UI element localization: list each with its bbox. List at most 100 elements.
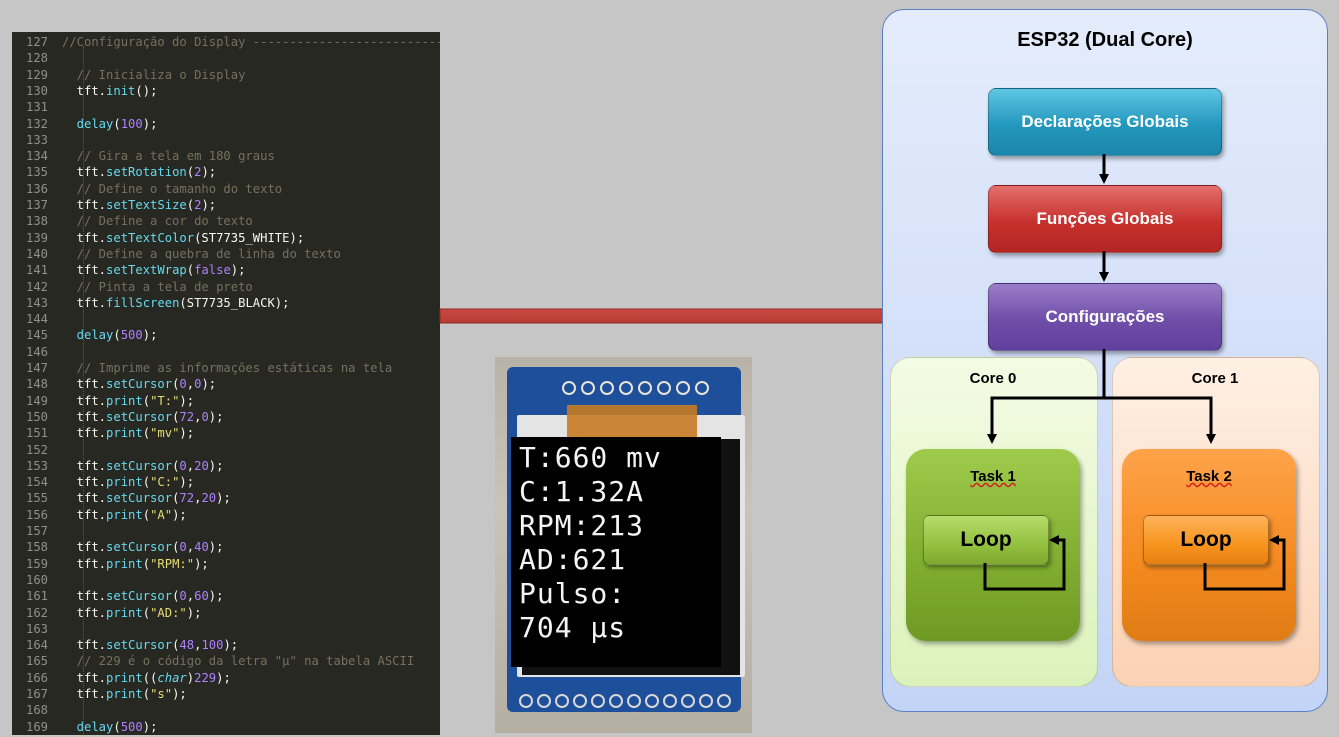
code-text: delay(500); — [62, 719, 158, 734]
line-number: 151 — [25, 426, 48, 441]
line-number: 130 — [25, 83, 48, 98]
line-number: 140 — [25, 246, 48, 261]
line-number: 156 — [25, 507, 48, 522]
code-line: 134 // Gira a tela em 180 graus — [12, 148, 440, 164]
line-number: 132 — [25, 116, 48, 131]
pin-header-top — [562, 377, 712, 397]
line-number: 134 — [25, 149, 48, 164]
code-text: tft.setCursor(72,0); — [62, 409, 224, 424]
code-line: 153 tft.setCursor(0,20); — [12, 458, 440, 474]
code-line: 169 delay(500); — [12, 719, 440, 735]
code-line: 130 tft.init(); — [12, 83, 440, 99]
line-number: 138 — [25, 214, 48, 229]
line-number: 165 — [25, 654, 48, 669]
code-text: tft.print((char)229); — [62, 670, 231, 685]
code-line: 154 tft.print("C:"); — [12, 474, 440, 490]
code-line: 156 tft.print("A"); — [12, 507, 440, 523]
code-text: // Inicializa o Display — [62, 67, 246, 82]
code-line: 141 tft.setTextWrap(false); — [12, 262, 440, 278]
code-text: // Define a cor do texto — [62, 214, 253, 229]
global-declarations-box: Declarações Globais — [988, 88, 1222, 156]
loop-2-box: Loop — [1143, 515, 1269, 565]
pin-header-bottom — [515, 692, 752, 710]
code-line: 150 tft.setCursor(72,0); — [12, 409, 440, 425]
tft-line-rpm: RPM:213 — [519, 509, 645, 542]
line-number: 133 — [25, 132, 48, 147]
indent-guide — [83, 46, 84, 735]
line-number: 131 — [25, 100, 48, 115]
line-number: 168 — [25, 703, 48, 718]
code-text: tft.setRotation(2); — [62, 165, 217, 180]
line-number: 148 — [25, 377, 48, 392]
code-line: 132 delay(100); — [12, 116, 440, 132]
code-line: 161 tft.setCursor(0,60); — [12, 588, 440, 604]
tft-line-current: C:1.32A — [519, 475, 645, 508]
line-number: 146 — [25, 344, 48, 359]
code-line: 160 — [12, 572, 440, 588]
code-text: tft.setCursor(72,20); — [62, 491, 231, 506]
code-line: 145 delay(500); — [12, 327, 440, 343]
line-number: 139 — [25, 230, 48, 245]
tft-screen: T:660 mv C:1.32A RPM:213 AD:621 Pulso: 7… — [511, 437, 721, 667]
code-text: tft.print("A"); — [62, 507, 187, 522]
line-number: 141 — [25, 263, 48, 278]
code-line: 136 // Define o tamanho do texto — [12, 181, 440, 197]
tft-line-voltage: T:660 mv — [519, 441, 662, 474]
code-text: tft.setCursor(48,100); — [62, 638, 239, 653]
code-line: 162 tft.print("AD:"); — [12, 605, 440, 621]
code-line: 147 // Imprime as informações estáticas … — [12, 360, 440, 376]
line-number: 164 — [25, 638, 48, 653]
code-line: 138 // Define a cor do texto — [12, 213, 440, 229]
line-number: 128 — [25, 51, 48, 66]
code-line: 152 — [12, 442, 440, 458]
line-number: 169 — [25, 719, 48, 734]
code-line: 129 // Inicializa o Display — [12, 67, 440, 83]
code-line: 167 tft.print("s"); — [12, 686, 440, 702]
code-line: 137 tft.setTextSize(2); — [12, 197, 440, 213]
line-number: 158 — [25, 540, 48, 555]
line-number: 163 — [25, 621, 48, 636]
code-text: // Gira a tela em 180 graus — [62, 149, 275, 164]
code-line: 144 — [12, 311, 440, 327]
code-text: tft.init(); — [62, 83, 158, 98]
code-text: delay(500); — [62, 328, 158, 343]
arrow-to-core-1 — [1104, 396, 1216, 444]
code-text: // Define o tamanho do texto — [62, 181, 283, 196]
task-1-label: Task 1 — [970, 468, 1016, 485]
line-number: 150 — [25, 409, 48, 424]
tft-line-pulse-value: 704 µs — [519, 611, 627, 644]
code-text: tft.setTextSize(2); — [62, 198, 217, 212]
code-line: 128 — [12, 50, 440, 66]
code-line: 157 — [12, 523, 440, 539]
line-number: 129 — [25, 67, 48, 82]
code-text: // Imprime as informações estáticas na t… — [62, 361, 393, 375]
line-number: 162 — [25, 605, 48, 620]
core-1-label: Core 1 — [1191, 370, 1239, 387]
code-text: tft.print("C:"); — [62, 475, 195, 490]
code-line: 165 // 229 é o código da letra "µ" na ta… — [12, 653, 440, 669]
code-line: 140 // Define a quebra de linha do texto — [12, 246, 440, 262]
code-text: tft.setTextWrap(false); — [62, 263, 246, 278]
core-0-label: Core 0 — [969, 370, 1017, 387]
code-text: tft.print("s"); — [62, 687, 187, 701]
line-number: 127 — [25, 35, 48, 49]
code-editor[interactable]: 127//Configuração do Display -----------… — [12, 32, 440, 735]
line-number: 144 — [25, 312, 48, 327]
code-line: 151 tft.print("mv"); — [12, 425, 440, 441]
line-number: 149 — [25, 393, 48, 408]
code-line: 139 tft.setTextColor(ST7735_WHITE); — [12, 230, 440, 246]
code-line: 166 tft.print((char)229); — [12, 670, 440, 686]
diagram-title: ESP32 (Dual Core) — [1017, 29, 1193, 51]
code-line: 163 — [12, 621, 440, 637]
line-number: 159 — [25, 556, 48, 571]
code-text: // Define a quebra de linha do texto — [62, 246, 341, 261]
code-line: 155 tft.setCursor(72,20); — [12, 490, 440, 506]
line-number: 136 — [25, 181, 48, 196]
code-text: tft.fillScreen(ST7735_BLACK); — [62, 295, 290, 310]
line-number: 167 — [25, 687, 48, 701]
code-text: // 229 é o código da letra "µ" na tabela… — [62, 654, 415, 669]
code-line: 142 // Pinta a tela de preto — [12, 279, 440, 295]
line-number: 154 — [25, 475, 48, 490]
line-number: 160 — [25, 572, 48, 587]
code-text: tft.setCursor(0,60); — [62, 589, 224, 604]
